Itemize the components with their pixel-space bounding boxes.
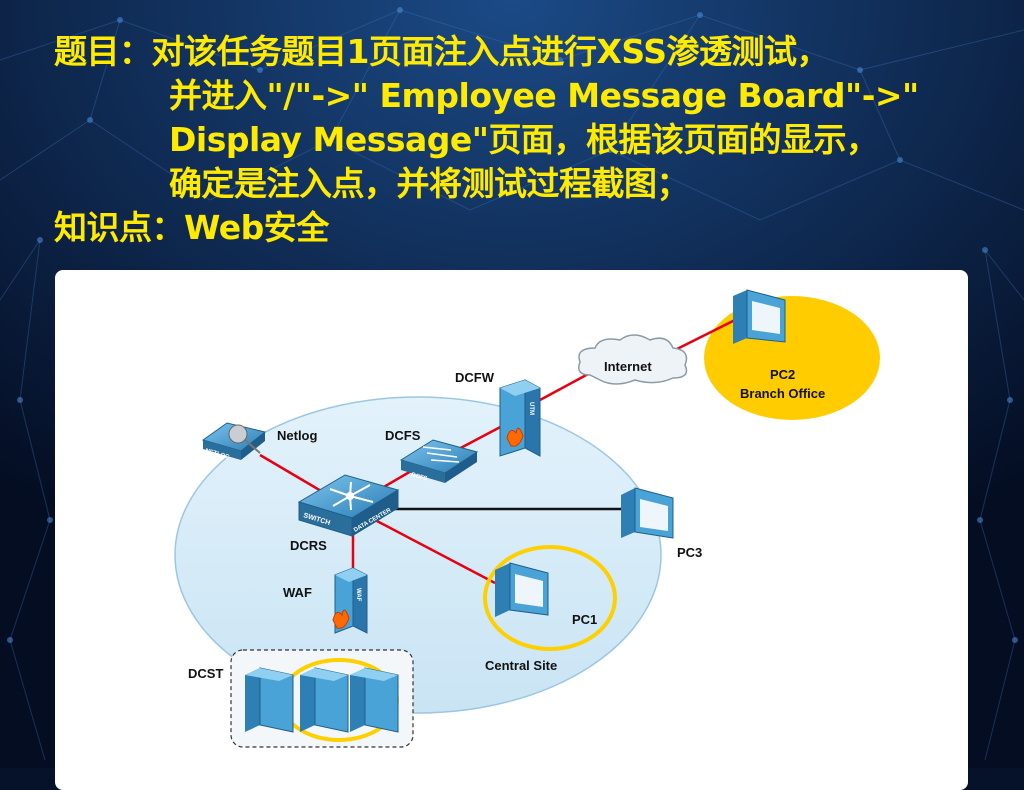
- dcfs-badge: DCFS: [410, 472, 427, 482]
- topology-card: NETLOG Netlog DCFS DCFS UTM DCFW Interne…: [55, 270, 968, 790]
- link-dcrs-pc1: [374, 518, 496, 585]
- pc3-computer-icon: [621, 487, 674, 539]
- dcst-storage-icon: [245, 667, 399, 733]
- pc2-computer-icon: [733, 289, 786, 344]
- branch-office-area: [704, 296, 880, 420]
- label-waf: WAF: [283, 585, 312, 600]
- label-branch-office: Branch Office: [740, 386, 825, 401]
- label-internet: Internet: [604, 359, 652, 374]
- task-title-line: 并进入"/"->" Employee Message Board"->": [169, 76, 919, 115]
- label-dcrs: DCRS: [290, 538, 327, 553]
- label-pc3: PC3: [677, 545, 702, 560]
- label-dcfs: DCFS: [385, 428, 421, 443]
- task-title-line: 题目：对该任务题目1页面注入点进行XSS渗透测试，: [54, 32, 829, 71]
- utm-badge: UTM: [528, 402, 534, 415]
- label-netlog: Netlog: [277, 428, 318, 443]
- label-pc1: PC1: [572, 612, 597, 627]
- task-title-line: Display Message"页面，根据该页面的显示，: [169, 120, 879, 159]
- pc1-computer-icon: [495, 562, 549, 617]
- label-dcfw: DCFW: [455, 370, 495, 385]
- label-dcst: DCST: [188, 666, 223, 681]
- dcfs-icon: DCFS: [399, 439, 479, 483]
- waf-badge: WAF: [355, 588, 361, 602]
- task-title-line: 确定是注入点，并将测试过程截图；: [169, 164, 690, 203]
- pc1-highlight: [483, 545, 617, 651]
- network-topology-diagram: NETLOG Netlog DCFS DCFS UTM DCFW Interne…: [174, 289, 880, 748]
- netlog-icon: NETLOG: [201, 422, 267, 461]
- waf-firewall-icon: WAF: [332, 567, 368, 634]
- internet-cloud-icon: [578, 334, 688, 385]
- knowledge-point: 知识点：Web安全: [54, 208, 329, 247]
- dcfw-firewall-icon: UTM: [499, 379, 541, 457]
- label-pc2: PC2: [770, 367, 795, 382]
- label-central-site: Central Site: [485, 658, 557, 673]
- task-description: 题目：对该任务题目1页面注入点进行XSS渗透测试， 并进入"/"->" Empl…: [54, 30, 984, 250]
- link-dcfw-internet: [539, 371, 591, 402]
